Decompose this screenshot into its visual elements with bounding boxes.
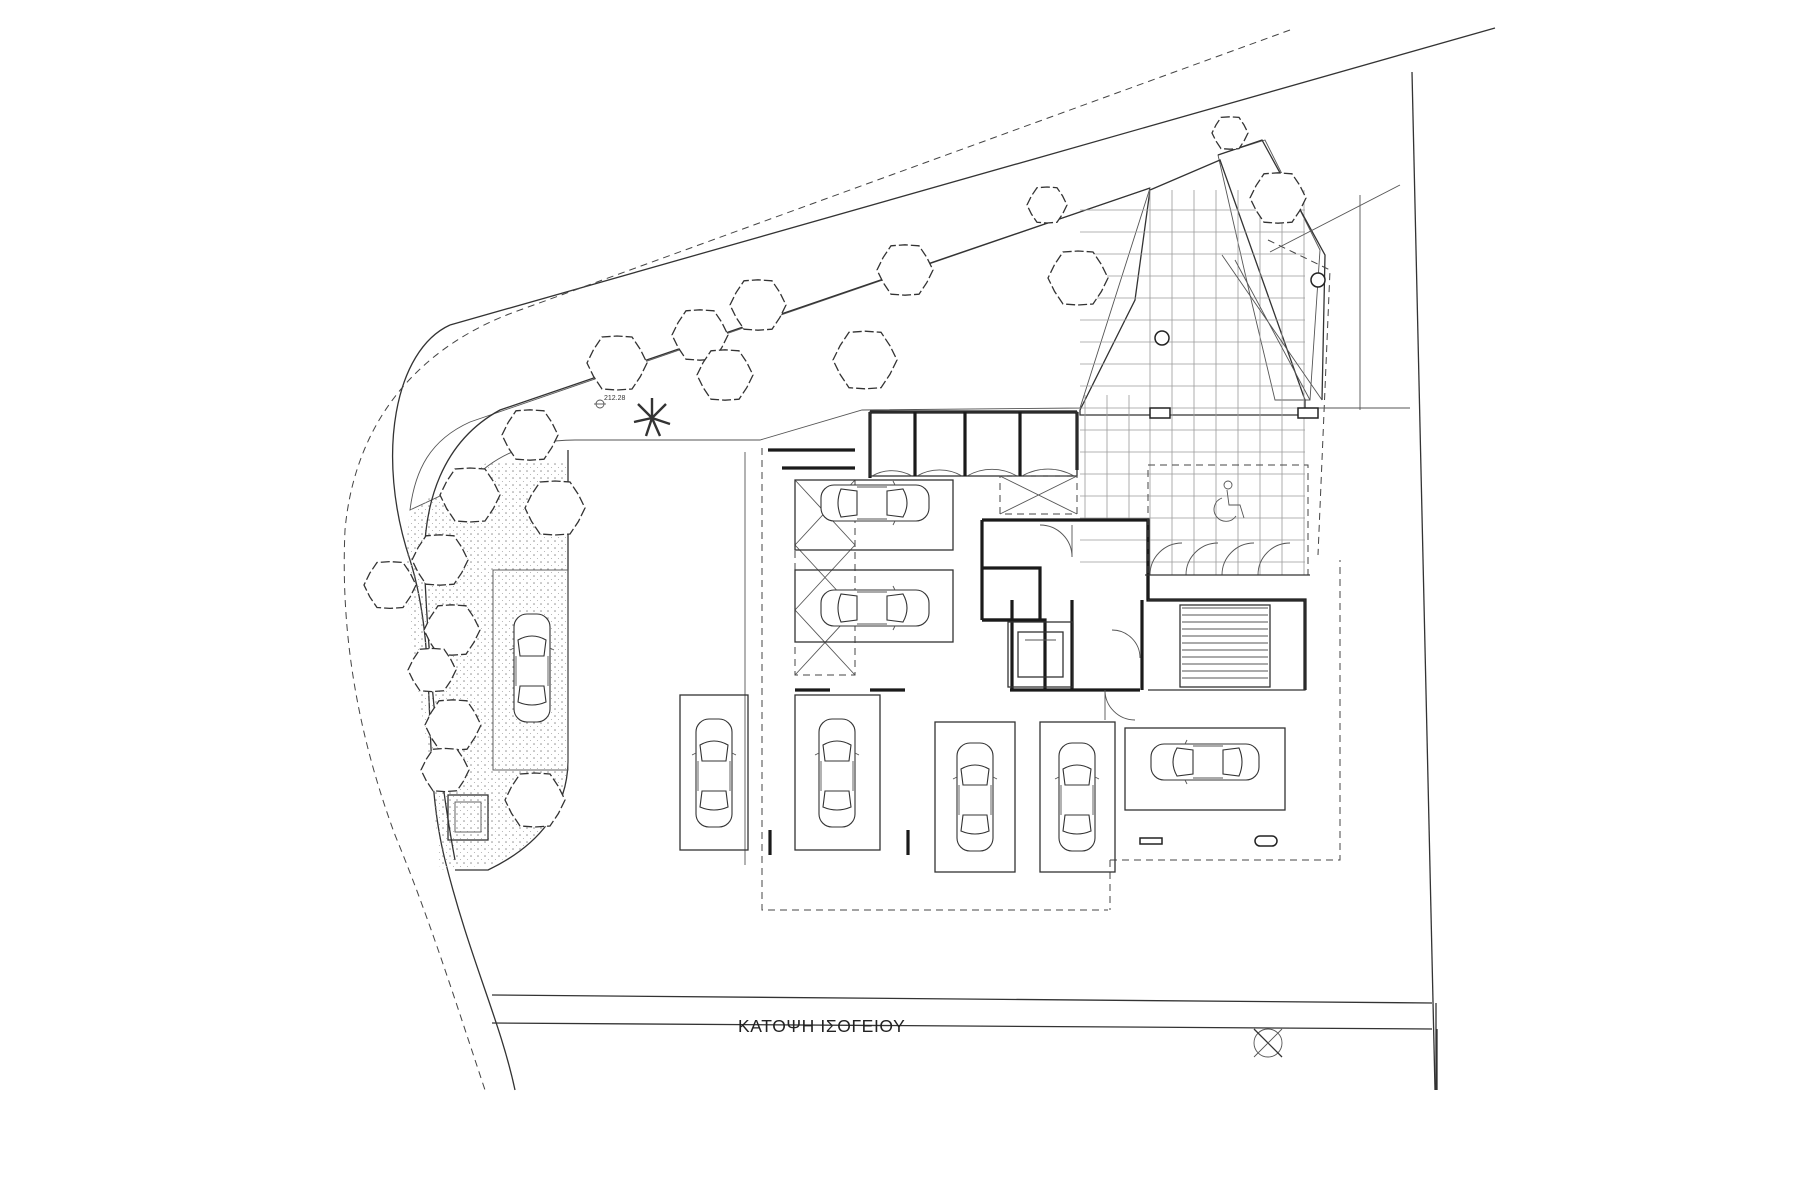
elevation-marker: 212.28 bbox=[594, 395, 626, 409]
tree-icon bbox=[501, 409, 559, 461]
tree-icon bbox=[729, 279, 787, 331]
parking-area bbox=[679, 448, 1341, 911]
car-bay-6 bbox=[1054, 742, 1100, 852]
plan-title: ΚΑΤΟΨΗ ΙΣΟΓΕΙΟΥ bbox=[738, 1016, 906, 1036]
car-bay-7 bbox=[1150, 739, 1260, 785]
svg-text:212.28: 212.28 bbox=[604, 395, 626, 402]
meter-box bbox=[447, 794, 489, 841]
car-bay-4 bbox=[814, 718, 860, 828]
parking-bay-side bbox=[492, 569, 569, 771]
tree-icon bbox=[876, 244, 934, 296]
trees bbox=[363, 116, 1307, 828]
paved-plaza bbox=[1079, 159, 1306, 575]
tree-icon bbox=[1026, 186, 1068, 224]
tree-icon bbox=[420, 747, 470, 793]
tree-icon bbox=[696, 349, 754, 401]
tree-icon bbox=[363, 560, 417, 610]
wheelchair-icon bbox=[1213, 480, 1245, 522]
tree-icon bbox=[439, 467, 501, 523]
car-bay-5 bbox=[952, 742, 998, 852]
car-bay-3 bbox=[691, 718, 737, 828]
car-bay-2 bbox=[820, 585, 930, 631]
tree-icon bbox=[504, 772, 566, 828]
tree-icon bbox=[424, 699, 482, 751]
palm-icon bbox=[633, 398, 671, 437]
tree-icon bbox=[1249, 172, 1307, 224]
tree-icon bbox=[832, 330, 898, 390]
tree-icon bbox=[1211, 116, 1249, 150]
north-arrow-icon bbox=[1253, 1028, 1283, 1058]
plot-dashed-line bbox=[343, 29, 1291, 1091]
staircase bbox=[1179, 604, 1271, 688]
tree-icon bbox=[407, 647, 457, 693]
car-bay-1 bbox=[820, 480, 930, 526]
tree-icon bbox=[411, 534, 469, 586]
building-core bbox=[868, 410, 1310, 721]
tree-icon bbox=[586, 335, 648, 391]
car-side-bay bbox=[509, 613, 555, 723]
tree-icon bbox=[524, 480, 586, 536]
tree-icon bbox=[423, 604, 481, 656]
plaza-columns bbox=[1149, 272, 1326, 419]
tree-icon bbox=[1047, 250, 1109, 306]
